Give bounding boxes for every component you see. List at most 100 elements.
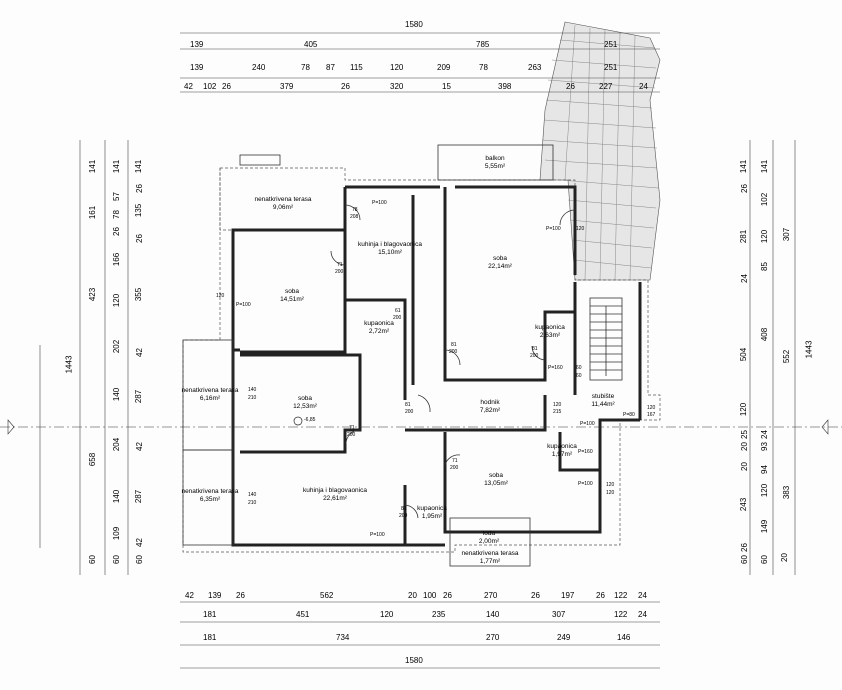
window-p100-label: P=100 [580,421,595,427]
room-label: soba [488,472,504,479]
room-loda: loda 2,00m² [465,530,513,546]
dim-bot3-d: 249 [557,633,571,642]
dim-bot2-a: 181 [203,610,217,619]
room-area: 1,95m² [421,513,443,520]
dim-bot1-d: 562 [320,591,334,600]
room-label: nenatkrivena terasa [461,550,519,557]
dim-right1-l: 93 [759,442,769,451]
room-area: 13,05m² [484,480,508,487]
dim-bot2-d: 235 [432,610,446,619]
door-label: 71 [349,425,355,431]
room-hodnik: hodnik 7,82m² [460,399,520,415]
dim-top2-e: 115 [350,63,363,72]
dim-top3-g: 15 [442,82,451,91]
room-kupaonica-1: kupaonica 2,72m² [355,320,403,336]
door-label: 210 [248,395,257,401]
door-label: 200 [393,315,402,321]
room-area: 2,72m² [368,328,390,335]
room-area: 2,00m² [478,538,500,545]
dim-top2-c: 78 [301,63,310,72]
dim-bot1-m: 24 [638,591,647,600]
door-label: 81 [405,402,411,408]
door-label: 120 [553,402,562,408]
door-label: 200 [335,269,344,275]
dim-right3-a: 552 [782,349,792,364]
dim-top3-i: 26 [566,82,575,91]
room-stubiste: stubište 11,44m² [578,393,628,409]
room-kitchen-bottom: kuhinja i blagovaonica 22,61m² [290,487,380,503]
room-area: 11,44m² [591,401,615,408]
dim-top2-b: 240 [252,63,266,72]
dim-bot1-k: 26 [596,591,605,600]
room-area: 7,82m² [479,407,501,414]
room-label: soba [284,288,300,295]
door-label: 210 [248,500,257,506]
room-soba-3: soba 12,53m² [275,395,335,411]
dim-top3-d: 379 [280,82,294,91]
dim-top2-i: 263 [528,63,542,72]
room-label: kupaonica [547,443,577,450]
dim-top3-k: 24 [639,82,648,91]
dim-top2-g: 209 [437,63,451,72]
dim-top3-b: 102 [203,82,217,91]
room-kupaonica-3: kupaonica 1,97m² [538,443,586,459]
dim-right1-o: 243 [739,497,749,512]
dim-top-total: 1580 [405,20,423,29]
door-label: 61 [395,308,401,314]
door-label: 200 [405,409,414,415]
dim-right2-d: 408 [760,327,770,342]
room-balkon: balkon 5,55m² [470,155,520,171]
stairs [589,297,623,381]
door-label: 78 [352,207,358,213]
window-p100-label: P=100 [372,200,387,206]
dim-top2-h: 78 [479,63,488,72]
dim-bot1-c: 26 [236,591,245,600]
dim-right1-p: 149 [760,519,770,534]
room-terrace-left-1: nenatkrivena terasa 6,16m² [180,387,240,403]
dim-bot3-b: 734 [336,633,350,642]
dim-bot2-h: 24 [638,610,647,619]
room-terrace-left-2: nenatkrivena terasa 6,35m² [180,488,240,504]
dim-right2-a: 141 [760,159,770,174]
window-p100-label: P=100 [236,302,251,308]
dim-top2-d: 87 [326,63,335,72]
room-area: 15,10m² [378,249,402,256]
level-marker [293,416,303,426]
room-label: kupaonica [417,505,447,512]
door-label: 60 [576,365,582,371]
dim-bot1-b: 139 [208,591,222,600]
room-area: 12,53m² [293,403,317,410]
room-area: 2,63m² [539,332,561,339]
room-area: 1,77m² [479,558,501,565]
dim-bottom-total: 1580 [405,656,423,665]
dim-top2-f: 120 [390,63,404,72]
dim-right1-m: 94 [759,465,769,474]
dim-right1-g: 504 [739,347,749,362]
dim-bot1-i: 26 [531,591,540,600]
dim-bot1-l: 122 [614,591,628,600]
dim-right2-e: 24 [759,430,769,439]
dim-right1-q: 26 [739,543,749,552]
door-label: 200 [347,432,356,438]
door-label: 120 [606,490,615,496]
door-label: 200 [449,349,458,355]
dim-bot2-c: 120 [380,610,394,619]
dim-right1-b: 26 [739,184,749,193]
dim-right2-h: 60 [759,555,769,564]
door-swings [330,204,576,519]
room-soba-2: soba 14,51m² [262,288,322,304]
dim-bot2-e: 140 [486,610,500,619]
door-label: 71 [452,458,458,464]
dim-bot1-j: 197 [561,591,575,600]
dim-bot2-b: 451 [296,610,310,619]
dim-top3-a: 42 [184,82,193,91]
dim-top3-j: 227 [599,82,613,91]
dim-right1-d: 281 [739,229,749,244]
door-label: 200 [530,353,539,359]
door-label: 200 [450,465,459,471]
dim-right1-a: 141 [739,159,749,174]
room-kupaonica-4: kupaonica 1,95m² [408,505,456,521]
room-label: nenatkrivena terasa [181,488,239,495]
window-p160-label: P=160 [548,365,563,371]
